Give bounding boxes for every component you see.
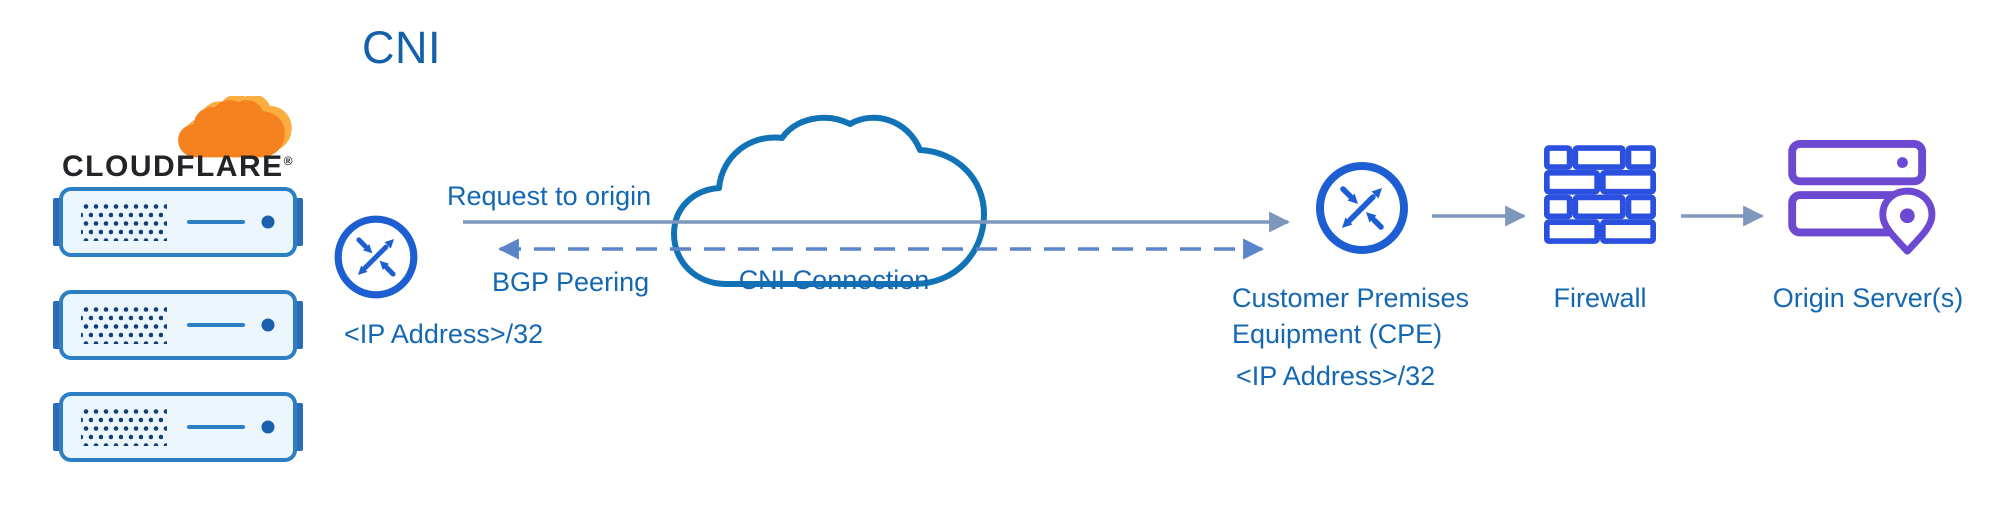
cloudflare-router-icon (334, 215, 418, 299)
server-vent-dots (81, 408, 167, 446)
diagram-title: CNI (362, 22, 441, 73)
cloudflare-server-icon (53, 187, 303, 257)
firewall-bricks (1544, 145, 1656, 244)
cpe-label: Customer Premises Equipment (CPE) (1232, 283, 1470, 350)
server-led (261, 420, 275, 434)
bgp-peering-label: BGP Peering (492, 267, 650, 297)
server-vent-dots (81, 203, 167, 241)
firewall-label: Firewall (1553, 283, 1647, 313)
registered-mark: ® (283, 154, 294, 168)
cni-connection-label: CNI Connection (738, 265, 930, 295)
cloudflare-router-ip-label: <IP Address>/32 (344, 319, 544, 349)
router-arrows (1340, 186, 1384, 230)
firewall-icon (1544, 145, 1656, 244)
cloud-outline (671, 114, 987, 287)
location-pin-dot (1899, 208, 1915, 224)
origin-server-led (1897, 157, 1908, 168)
cloudflare-server-icon (53, 392, 303, 462)
cpe-router-icon (1316, 162, 1408, 254)
request-to-origin-label: Request to origin (447, 181, 652, 211)
cloudflare-wordmark: CLOUDFLARE® (62, 150, 294, 184)
server-vent-dots (81, 306, 167, 344)
origin-server-icon (1788, 139, 1936, 255)
server-led (261, 318, 275, 332)
cloudflare-server-icon (53, 290, 303, 360)
origin-server-label: Origin Server(s) (1772, 283, 1964, 313)
origin-server-unit-top (1788, 139, 1927, 186)
server-led (261, 215, 275, 229)
cloudflare-logo-icon (178, 96, 292, 158)
cpe-ip-label: <IP Address>/32 (1236, 361, 1436, 391)
cloudflare-cloud-main (178, 100, 285, 158)
cloudflare-wordmark-text: CLOUDFLARE (62, 150, 284, 183)
